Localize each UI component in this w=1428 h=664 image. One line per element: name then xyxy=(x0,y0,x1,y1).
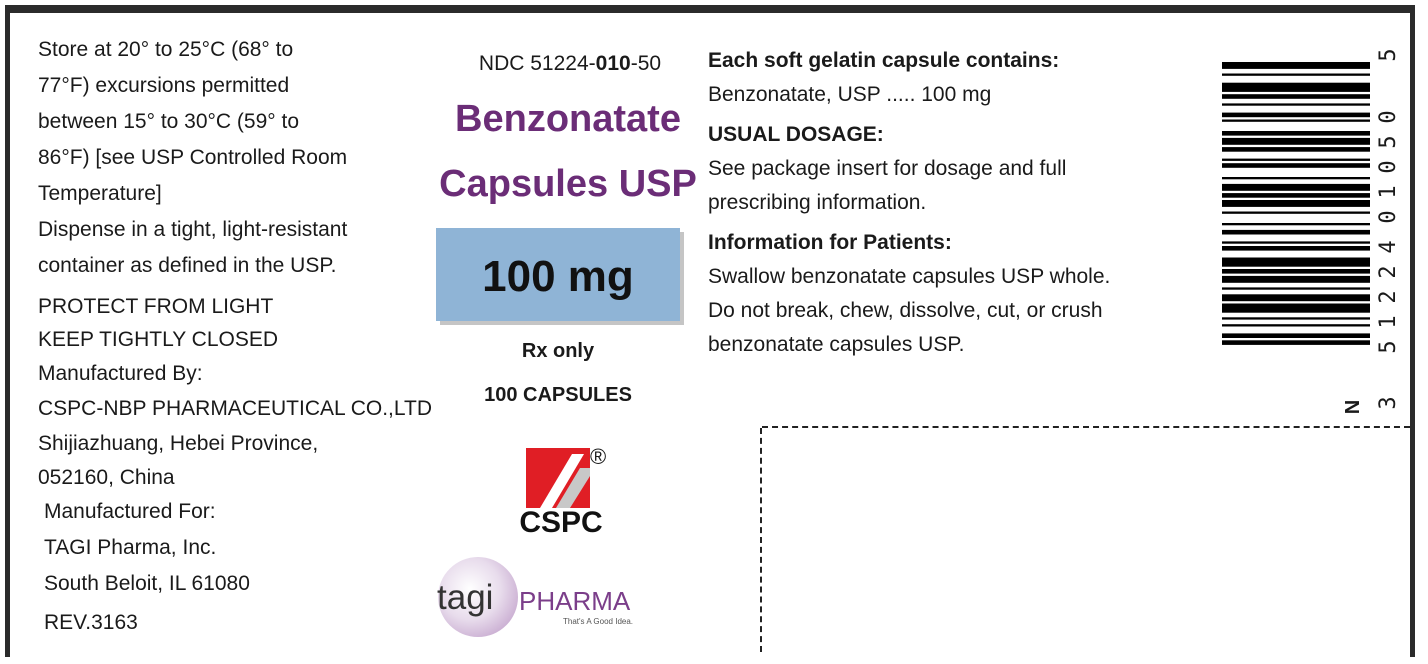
barcode-bar xyxy=(1222,317,1370,320)
barcode-bar xyxy=(1222,333,1370,338)
barcode-bar xyxy=(1222,119,1370,122)
ndc-product-code: 010 xyxy=(595,52,631,75)
barcode-bar xyxy=(1222,158,1370,161)
barcode-bar xyxy=(1222,82,1370,92)
barcode-digit: 0 xyxy=(1376,210,1401,224)
cspc-logo-text: CSPC xyxy=(519,506,603,539)
barcode-bar xyxy=(1222,147,1370,152)
strength-box xyxy=(436,228,680,321)
cut-line-horizontal xyxy=(762,426,1410,428)
rx-only: Rx only xyxy=(521,340,595,362)
patient-info-heading: Information for Patients: xyxy=(708,231,952,254)
storage-line: container as defined in the USP. xyxy=(38,254,337,277)
barcode-bar xyxy=(1222,62,1370,69)
barcode-digits: 5 0 5 0 1 0 4 2 2 1 5 3 xyxy=(1374,40,1404,420)
tagi-logo-word: tagi xyxy=(437,578,494,617)
revision-code: REV.3163 xyxy=(44,611,138,634)
storage-line: 86°F) [see USP Controlled Room xyxy=(38,146,348,169)
dosage-line: See package insert for dosage and full xyxy=(708,157,1067,180)
dosage-heading: USUAL DOSAGE: xyxy=(708,123,884,146)
barcode-bar xyxy=(1222,183,1370,191)
manufactured-by-label: Manufactured By: xyxy=(38,362,203,385)
barcode-bar xyxy=(1222,193,1370,198)
barcode-bar xyxy=(1222,112,1370,118)
product-name-line2: Capsules USP xyxy=(439,163,697,205)
barcode-bar xyxy=(1222,131,1370,136)
barcode-bar xyxy=(1222,303,1370,313)
manufacturer-address: Shijiazhuang, Hebei Province, xyxy=(38,432,319,455)
barcode-bar xyxy=(1222,294,1370,302)
tagi-tagline: That's A Good Idea. xyxy=(563,617,634,626)
warning-protect-light: PROTECT FROM LIGHT xyxy=(38,295,274,318)
left-column: Store at 20° to 25°C (68° to 77°F) excur… xyxy=(38,32,458,644)
barcode-icon xyxy=(1222,62,1370,345)
barcode-bar xyxy=(1222,275,1370,283)
barcode-start-mark: N xyxy=(1342,399,1364,415)
ndc-suffix: -50 xyxy=(630,52,662,75)
storage-line: 77°F) excursions permitted xyxy=(38,74,290,97)
storage-line: Temperature] xyxy=(38,182,162,205)
manufacturer-name: CSPC-NBP PHARMACEUTICAL CO.,LTD xyxy=(38,397,433,420)
warning-keep-closed: KEEP TIGHTLY CLOSED xyxy=(38,328,279,351)
barcode-bar xyxy=(1222,257,1370,267)
storage-line: Dispense in a tight, light-resistant xyxy=(38,218,348,241)
barcode-bar xyxy=(1222,103,1370,106)
ndc-number: NDC 51224-010-50 xyxy=(430,52,710,76)
patient-info-line: Swallow benzonatate capsules USP whole. xyxy=(708,265,1111,288)
barcode-bar xyxy=(1222,246,1370,251)
capsule-count: 100 CAPSULES xyxy=(484,384,632,406)
barcode-bar xyxy=(1222,177,1370,180)
barcode-bar xyxy=(1222,73,1370,76)
distributor-name: TAGI Pharma, Inc. xyxy=(44,536,217,559)
patient-info-line: benzonatate capsules USP. xyxy=(708,333,965,356)
barcode-bar xyxy=(1222,211,1370,214)
registered-mark: ® xyxy=(590,444,607,469)
label-border xyxy=(5,5,1415,657)
barcode-bar xyxy=(1222,94,1370,99)
barcode-bar xyxy=(1222,223,1370,226)
barcode-digit: 5 xyxy=(1376,48,1401,62)
distributor-address: South Beloit, IL 61080 xyxy=(44,572,250,595)
barcode-bar xyxy=(1222,229,1370,235)
storage-line: Store at 20° to 25°C (68° to xyxy=(38,38,294,61)
barcode-digit: 3 xyxy=(1376,396,1401,410)
composition-line: Benzonatate, USP ..... 100 mg xyxy=(708,83,992,106)
cut-line-vertical xyxy=(760,428,762,652)
dosage-line: prescribing information. xyxy=(708,191,927,214)
barcode-digit: 5 xyxy=(1376,340,1401,354)
barcode-bar xyxy=(1222,324,1370,327)
product-name-line1: Benzonatate xyxy=(455,98,681,140)
composition-heading: Each soft gelatin capsule contains: xyxy=(708,49,1060,72)
manufactured-for-label: Manufactured For: xyxy=(44,500,216,523)
barcode-bar xyxy=(1222,287,1370,290)
storage-line: between 15° to 30°C (59° to xyxy=(38,110,300,133)
tagi-logo-pharma: PHARMA xyxy=(519,586,631,616)
manufacturer-address: 052160, China xyxy=(38,466,175,489)
right-column: Each soft gelatin capsule contains: Benz… xyxy=(708,44,1208,362)
tagi-logo-circle-icon xyxy=(438,557,518,637)
barcode-bar xyxy=(1222,340,1370,345)
barcode-bar xyxy=(1222,241,1370,244)
barcode-bar xyxy=(1222,200,1370,207)
strength-value: 100 mg xyxy=(482,252,634,301)
patient-info-line: Do not break, chew, dissolve, cut, or cr… xyxy=(708,299,1103,322)
barcode-bar xyxy=(1222,163,1370,168)
barcode-bar xyxy=(1222,137,1370,145)
ndc-prefix: NDC 51224- xyxy=(478,52,596,75)
barcode-bar xyxy=(1222,269,1370,274)
cspc-logo-icon xyxy=(526,448,590,508)
